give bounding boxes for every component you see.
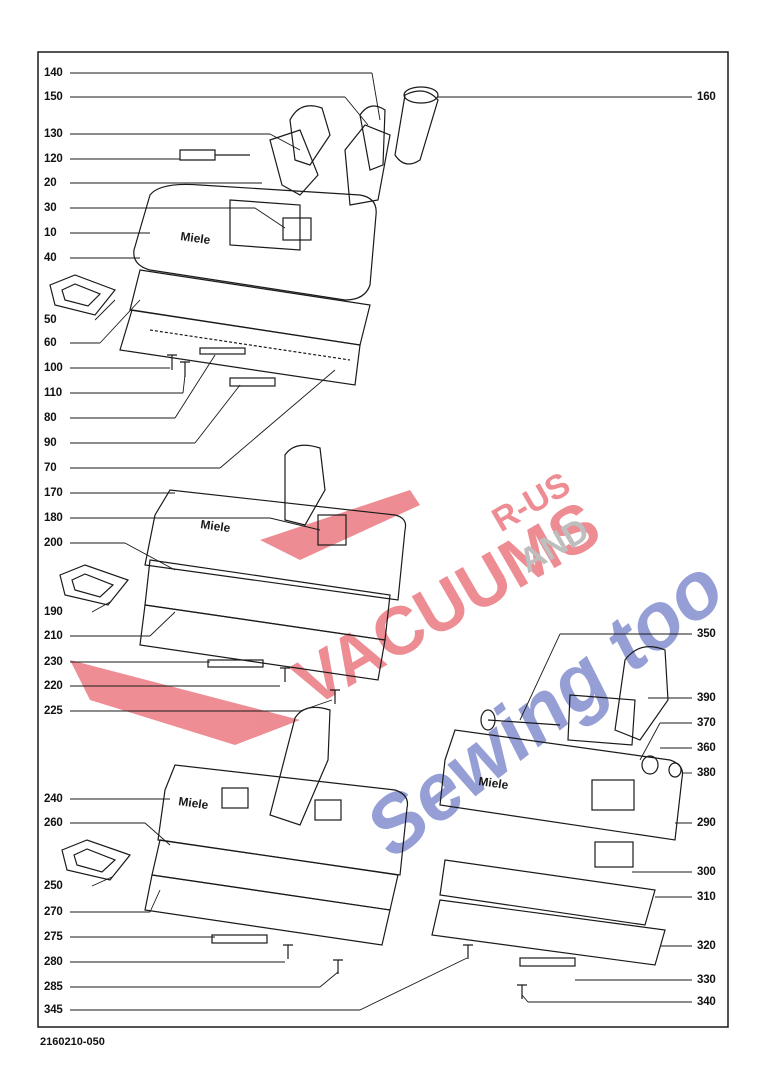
callout-80: 80 (44, 412, 57, 424)
callout-120: 120 (44, 153, 63, 165)
brand-nozzle-2: Miele (200, 517, 232, 535)
callout-330: 330 (697, 974, 716, 986)
callout-230: 230 (44, 656, 63, 668)
callout-310: 310 (697, 891, 716, 903)
callout-10: 10 (44, 227, 57, 239)
document-number: 2160210-050 (40, 1036, 105, 1048)
callout-220: 220 (44, 680, 63, 692)
callout-370: 370 (697, 717, 716, 729)
callout-345: 345 (44, 1004, 63, 1016)
callout-275: 275 (44, 931, 63, 943)
callout-190: 190 (44, 606, 63, 618)
callout-140: 140 (44, 67, 63, 79)
callout-240: 240 (44, 793, 63, 805)
nozzle-1-assembly (49, 86, 439, 387)
callout-200: 200 (44, 537, 63, 549)
callout-160: 160 (697, 91, 716, 103)
callout-260: 260 (44, 817, 63, 829)
callout-250: 250 (44, 880, 63, 892)
callout-290: 290 (697, 817, 716, 829)
callout-150: 150 (44, 91, 63, 103)
callout-70: 70 (44, 462, 57, 474)
callout-360: 360 (697, 742, 716, 754)
brand-nozzle-3: Miele (178, 794, 210, 812)
brand-nozzle-4: Miele (478, 774, 510, 792)
callout-170: 170 (44, 487, 63, 499)
callout-60: 60 (44, 337, 57, 349)
callout-90: 90 (44, 437, 57, 449)
callout-110: 110 (44, 387, 62, 399)
leader-lines (70, 72, 692, 1011)
callout-100: 100 (44, 362, 63, 374)
callout-340: 340 (697, 996, 716, 1008)
callout-130: 130 (44, 128, 63, 140)
watermark: VACUUMS R-US AND Sewing too (70, 465, 740, 874)
nozzle-4-assembly (431, 646, 684, 999)
brand-nozzle-1: Miele (180, 229, 212, 247)
callout-280: 280 (44, 956, 63, 968)
callout-350: 350 (697, 628, 716, 640)
nozzle-3-assembly (61, 706, 409, 974)
callout-380: 380 (697, 767, 716, 779)
callout-50: 50 (44, 314, 57, 326)
callout-40: 40 (44, 252, 57, 264)
callout-180: 180 (44, 512, 63, 524)
nozzle-2-assembly (59, 444, 407, 704)
callout-225: 225 (44, 705, 63, 717)
callout-390: 390 (697, 692, 716, 704)
callout-285: 285 (44, 981, 63, 993)
callout-30: 30 (44, 202, 57, 214)
callout-320: 320 (697, 940, 716, 952)
callout-270: 270 (44, 906, 63, 918)
callout-20: 20 (44, 177, 57, 189)
callout-210: 210 (44, 630, 63, 642)
callout-300: 300 (697, 866, 716, 878)
